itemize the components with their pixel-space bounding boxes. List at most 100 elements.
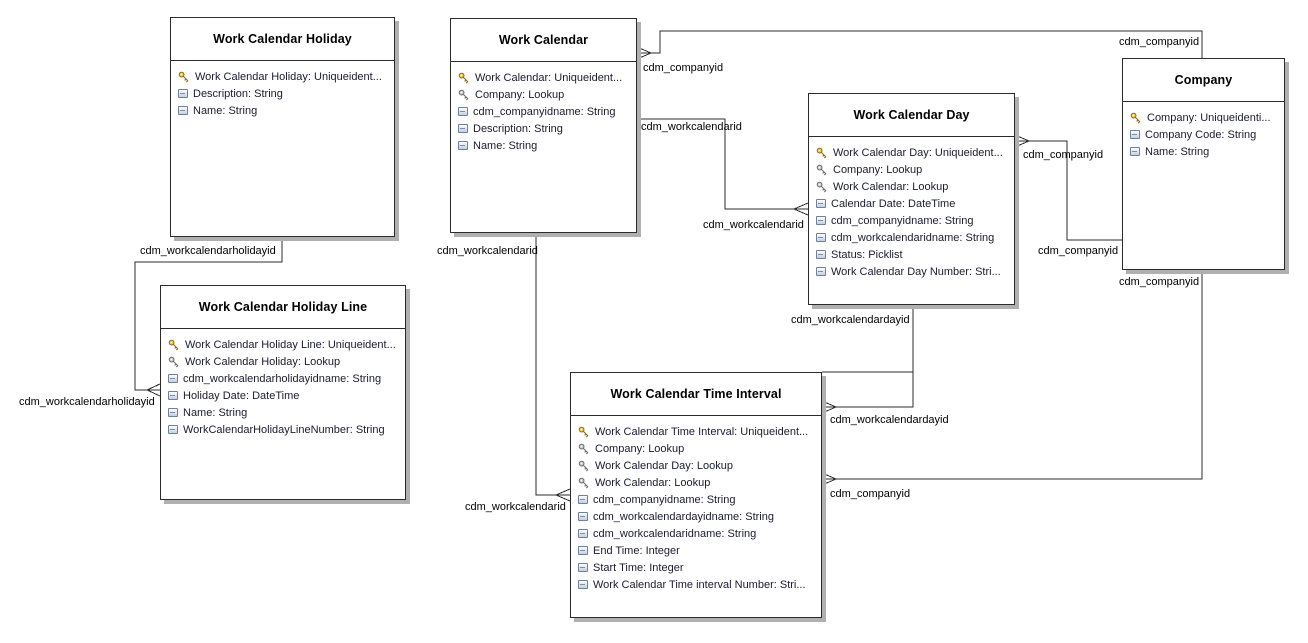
field-label: Name: String	[1145, 145, 1210, 158]
crow-foot-many-marker	[1014, 134, 1030, 148]
entity-field: Work Calendar: Lookup	[816, 178, 1008, 195]
field-label: Work Calendar Holiday: Lookup	[185, 355, 341, 368]
attribute-icon	[1130, 130, 1140, 139]
attribute-icon	[458, 141, 468, 150]
connector-label: cdm_companyid	[1119, 276, 1200, 288]
crow-foot-many-marker	[821, 400, 837, 414]
entity-field: Name: String	[178, 102, 388, 119]
primary-key-icon	[178, 71, 190, 83]
entity-company[interactable]: Company Company: Uniqueidenti...Company …	[1122, 58, 1285, 270]
entity-field: Company: Lookup	[578, 440, 815, 457]
connector-label: cdm_companyid	[1023, 149, 1104, 161]
entity-field: Work Calendar: Uniqueident...	[458, 69, 630, 86]
entity-work-calendar[interactable]: Work Calendar Work Calendar: Uniqueident…	[450, 18, 637, 233]
field-label: Name: String	[193, 104, 258, 117]
connector-label: cdm_workcalendarid	[641, 121, 742, 133]
field-label: cdm_companyidname: String	[593, 493, 736, 506]
connector-label: cdm_workcalendarholidayid	[140, 245, 276, 257]
entity-field: Work Calendar Time Interval: Uniqueident…	[578, 423, 815, 440]
lookup-key-icon	[458, 89, 470, 101]
entity-field-list: Work Calendar: Uniqueident... Company: Lo…	[451, 62, 636, 154]
entity-field: Start Time: Integer	[578, 559, 815, 576]
field-label: Work Calendar: Lookup	[595, 476, 711, 489]
connector-label: cdm_workcalendarid	[703, 219, 804, 231]
entity-title: Work Calendar Holiday Line	[161, 286, 405, 329]
crow-foot-many-marker	[821, 472, 837, 486]
connector-workcalendarholidayid	[134, 237, 283, 391]
connector-workcalendarid-interval	[535, 233, 556, 496]
entity-field: Company Code: String	[1130, 126, 1278, 143]
field-label: Description: String	[193, 87, 283, 100]
entity-field: Work Calendar Day: Uniqueident...	[816, 144, 1008, 161]
crow-foot-many-marker	[555, 488, 571, 502]
field-label: Work Calendar: Uniqueident...	[475, 71, 623, 84]
attribute-icon	[458, 107, 468, 116]
field-label: Work Calendar Day Number: Stri...	[831, 265, 1001, 278]
entity-field: Company: Lookup	[816, 161, 1008, 178]
entity-work-calendar-time-interval[interactable]: Work Calendar Time Interval Work Calenda…	[570, 372, 822, 618]
entity-field: Work Calendar Time interval Number: Stri…	[578, 576, 815, 593]
field-label: Calendar Date: DateTime	[831, 197, 956, 210]
entity-title: Work Calendar Holiday	[171, 18, 394, 61]
entity-field-list: Work Calendar Holiday Line: Uniqueident.…	[161, 329, 405, 438]
attribute-icon	[578, 546, 588, 555]
attribute-icon	[578, 512, 588, 521]
attribute-icon	[578, 563, 588, 572]
connector-label: cdm_workcalendarid	[437, 245, 538, 257]
attribute-icon	[816, 216, 826, 225]
entity-field: WorkCalendarHolidayLineNumber: String	[168, 421, 399, 438]
connector-label: cdm_companyid	[830, 488, 911, 500]
entity-field: cdm_companyidname: String	[816, 212, 1008, 229]
field-label: Name: String	[183, 406, 248, 419]
entity-field: Work Calendar Holiday: Lookup	[168, 353, 399, 370]
attribute-icon	[816, 267, 826, 276]
entity-work-calendar-holiday[interactable]: Work Calendar Holiday Work Calendar Holi…	[170, 17, 395, 237]
entity-field: cdm_workcalendaridname: String	[578, 525, 815, 542]
connector-companyid-interval	[836, 270, 1203, 480]
attribute-icon	[816, 250, 826, 259]
field-label: cdm_companyidname: String	[831, 214, 974, 227]
field-label: Work Calendar Holiday: Uniqueident...	[195, 70, 382, 83]
entity-field: Work Calendar: Lookup	[578, 474, 815, 491]
lookup-key-icon	[816, 181, 828, 193]
entity-field: Work Calendar Holiday: Uniqueident...	[178, 68, 388, 85]
entity-field: Description: String	[458, 120, 630, 137]
lookup-key-icon	[816, 164, 828, 176]
field-label: End Time: Integer	[593, 544, 680, 557]
attribute-icon	[816, 199, 826, 208]
connector-workcalendarid-day	[637, 118, 794, 210]
entity-field: Status: Picklist	[816, 246, 1008, 263]
entity-field-list: Work Calendar Time Interval: Uniqueident…	[571, 416, 821, 593]
attribute-icon	[168, 391, 178, 400]
crow-foot-many-marker	[793, 202, 809, 216]
field-label: Name: String	[473, 139, 538, 152]
attribute-icon	[816, 233, 826, 242]
connector-label: cdm_workcalendarholidayid	[19, 396, 155, 408]
entity-field-list: Company: Uniqueidenti...Company Code: St…	[1123, 102, 1284, 160]
field-label: Description: String	[473, 122, 563, 135]
field-label: cdm_workcalendardayidname: String	[593, 510, 774, 523]
entity-field: Name: String	[1130, 143, 1278, 160]
connector-label: cdm_workcalendardayid	[791, 314, 910, 326]
connector-workcalendardayid	[836, 305, 914, 408]
attribute-icon	[168, 408, 178, 417]
entity-field: Company: Lookup	[458, 86, 630, 103]
entity-title: Work Calendar Time Interval	[571, 373, 821, 416]
entity-field: Description: String	[178, 85, 388, 102]
field-label: Work Calendar Time Interval: Uniqueident…	[595, 425, 809, 438]
entity-field-list: Work Calendar Day: Uniqueident...Company…	[809, 137, 1014, 280]
field-label: Work Calendar Holiday Line: Uniqueident.…	[185, 338, 396, 351]
field-label: Work Calendar: Lookup	[833, 180, 949, 193]
entity-work-calendar-holiday-line[interactable]: Work Calendar Holiday Line Work Calendar…	[160, 285, 406, 500]
field-label: cdm_companyidname: String	[473, 105, 616, 118]
attribute-icon	[458, 124, 468, 133]
attribute-icon	[168, 374, 178, 383]
primary-key-icon	[1130, 112, 1142, 124]
entity-field: cdm_workcalendardayidname: String	[578, 508, 815, 525]
primary-key-icon	[816, 147, 828, 159]
entity-work-calendar-day[interactable]: Work Calendar Day Work Calendar Day: Uni…	[808, 93, 1015, 305]
field-label: Status: Picklist	[831, 248, 903, 261]
entity-title: Work Calendar	[451, 19, 636, 62]
